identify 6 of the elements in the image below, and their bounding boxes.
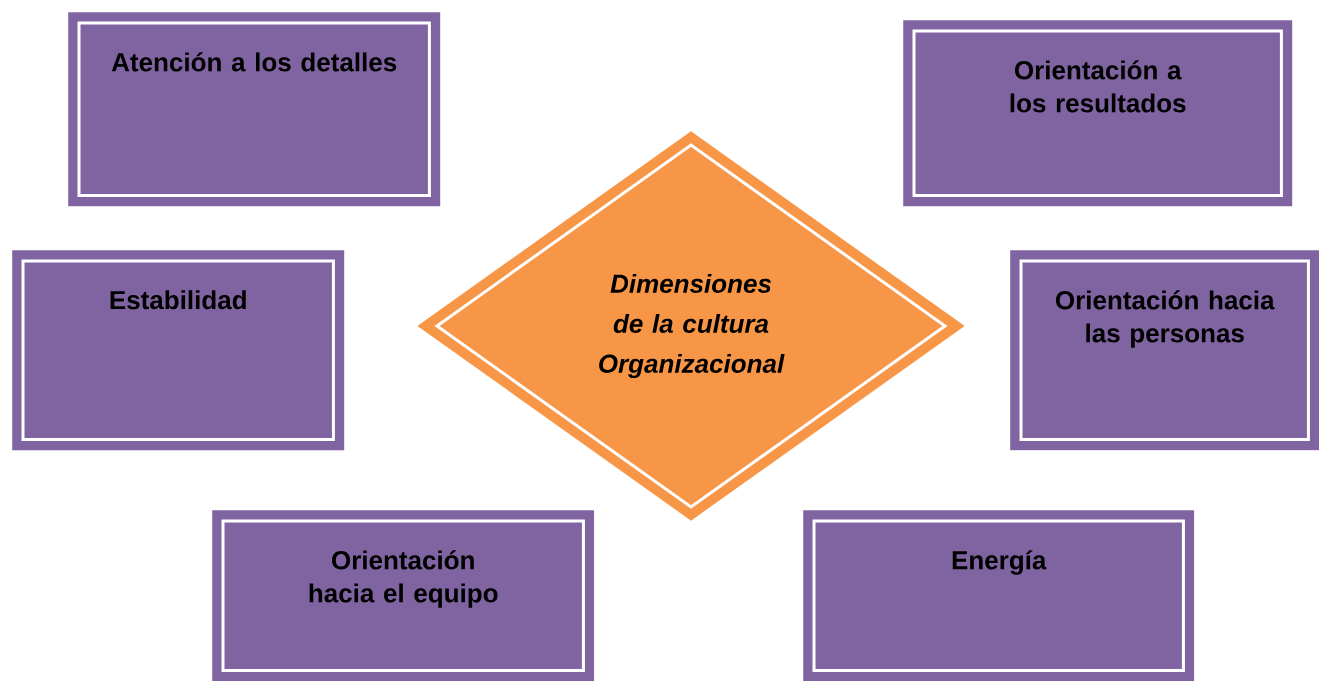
- process-box: Orientación hacia las personas: [1010, 250, 1319, 451]
- process-box: Energía: [803, 510, 1195, 681]
- process-box: Orientación a los resultados: [903, 20, 1293, 207]
- process-box: Estabilidad: [12, 250, 345, 451]
- process-box: Atención a los detalles: [68, 12, 441, 207]
- process-box: Orientación hacia el equipo: [212, 510, 595, 681]
